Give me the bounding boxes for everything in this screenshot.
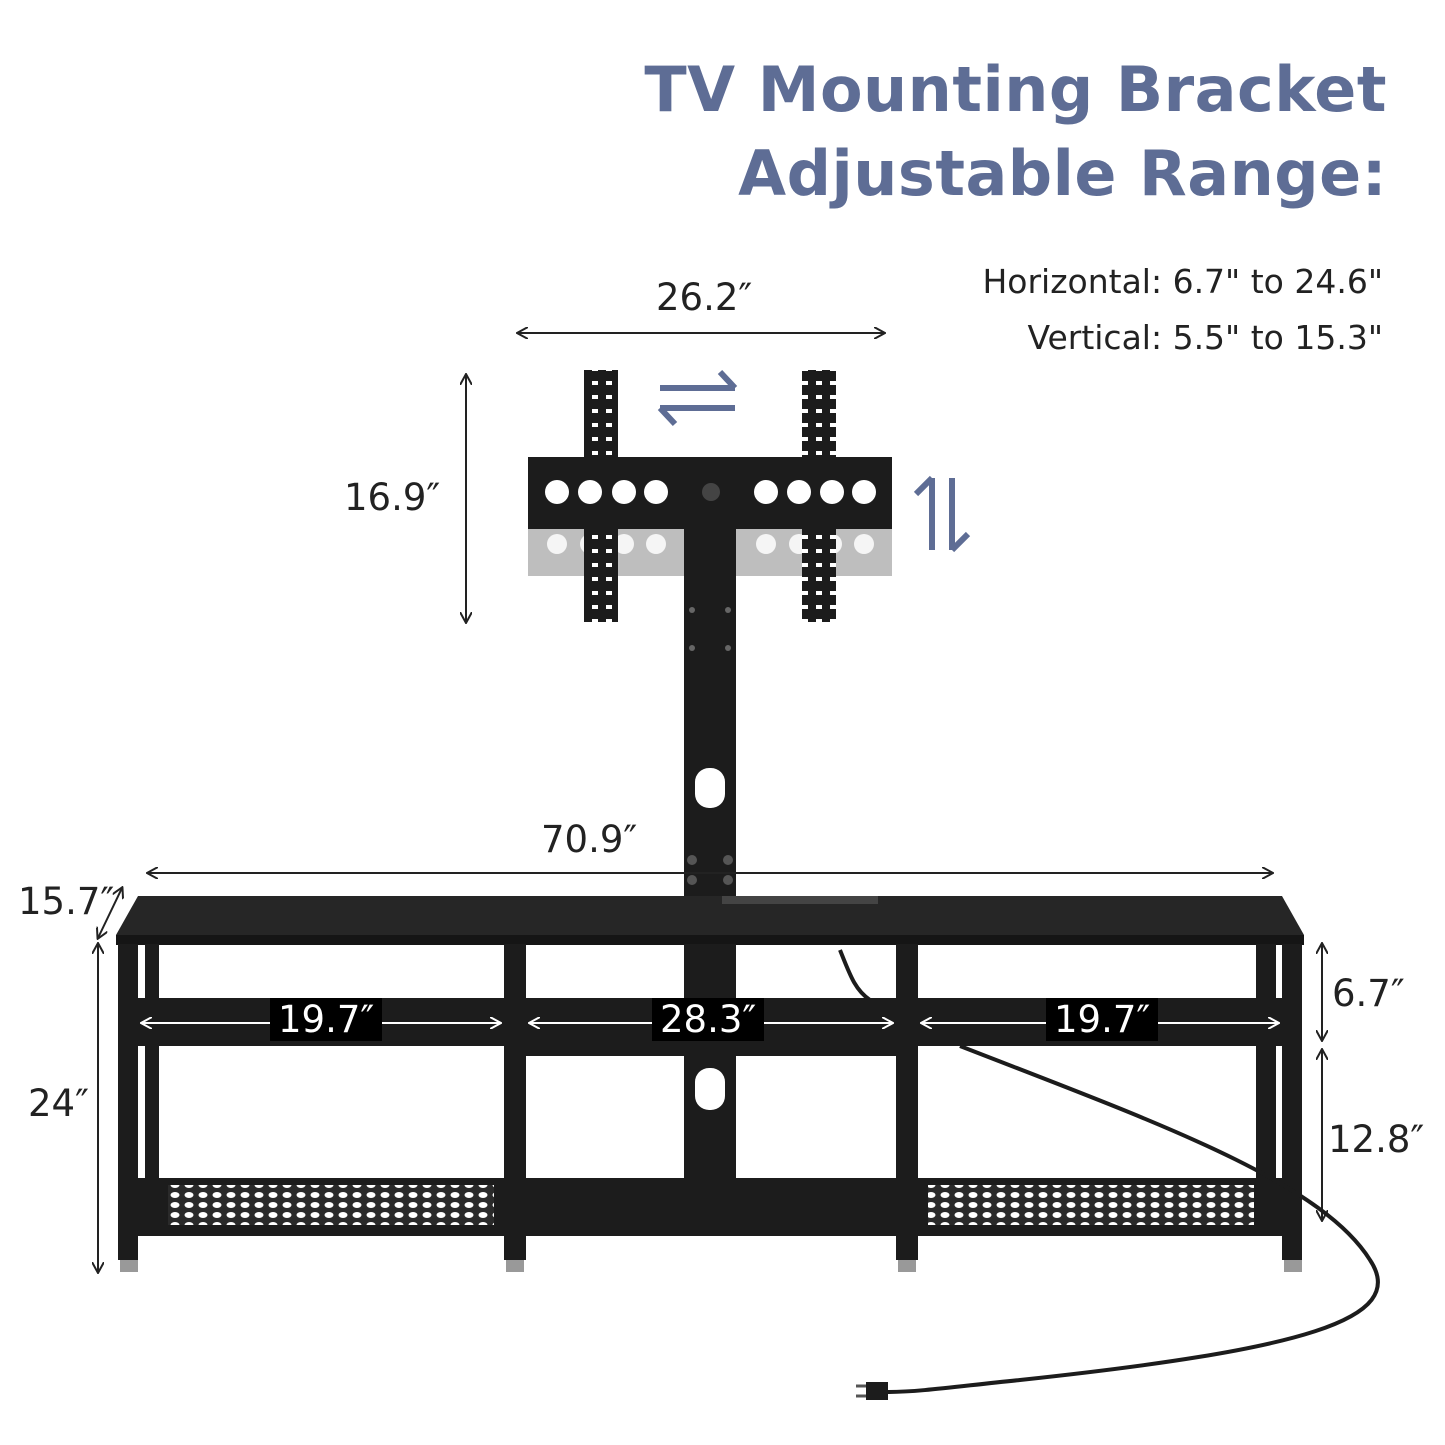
mount-plate bbox=[528, 457, 892, 529]
vertical-adjust-icon bbox=[913, 475, 971, 553]
stand-frame bbox=[116, 896, 1380, 1400]
lower-gap-label: 12.8″ bbox=[1328, 1118, 1425, 1161]
title-line-2: Adjustable Range: bbox=[738, 137, 1387, 210]
upper-gap-label: 6.7″ bbox=[1332, 972, 1405, 1015]
center-shelf-label: 28.3″ bbox=[652, 998, 765, 1041]
title-line-1: TV Mounting Bracket bbox=[644, 53, 1387, 126]
right-shelf-label: 19.7″ bbox=[1046, 998, 1159, 1041]
stand-height-label: 24″ bbox=[28, 1082, 89, 1125]
vertical-range: Vertical: 5.5" to 15.3" bbox=[1027, 318, 1383, 357]
stand-depth-label: 15.7″ bbox=[18, 880, 115, 923]
horizontal-range: Horizontal: 6.7" to 24.6" bbox=[982, 262, 1383, 301]
page-title: TV Mounting Bracket Adjustable Range: bbox=[644, 48, 1387, 216]
stand-depth-line bbox=[98, 888, 122, 938]
left-shelf-label: 19.7″ bbox=[270, 998, 383, 1041]
horizontal-adjust-icon bbox=[657, 369, 738, 427]
bracket-width-label: 26.2″ bbox=[656, 276, 753, 319]
stand-width-label: 70.9″ bbox=[541, 818, 638, 861]
support-column bbox=[684, 528, 736, 900]
bracket-height-label: 16.9″ bbox=[344, 476, 441, 519]
